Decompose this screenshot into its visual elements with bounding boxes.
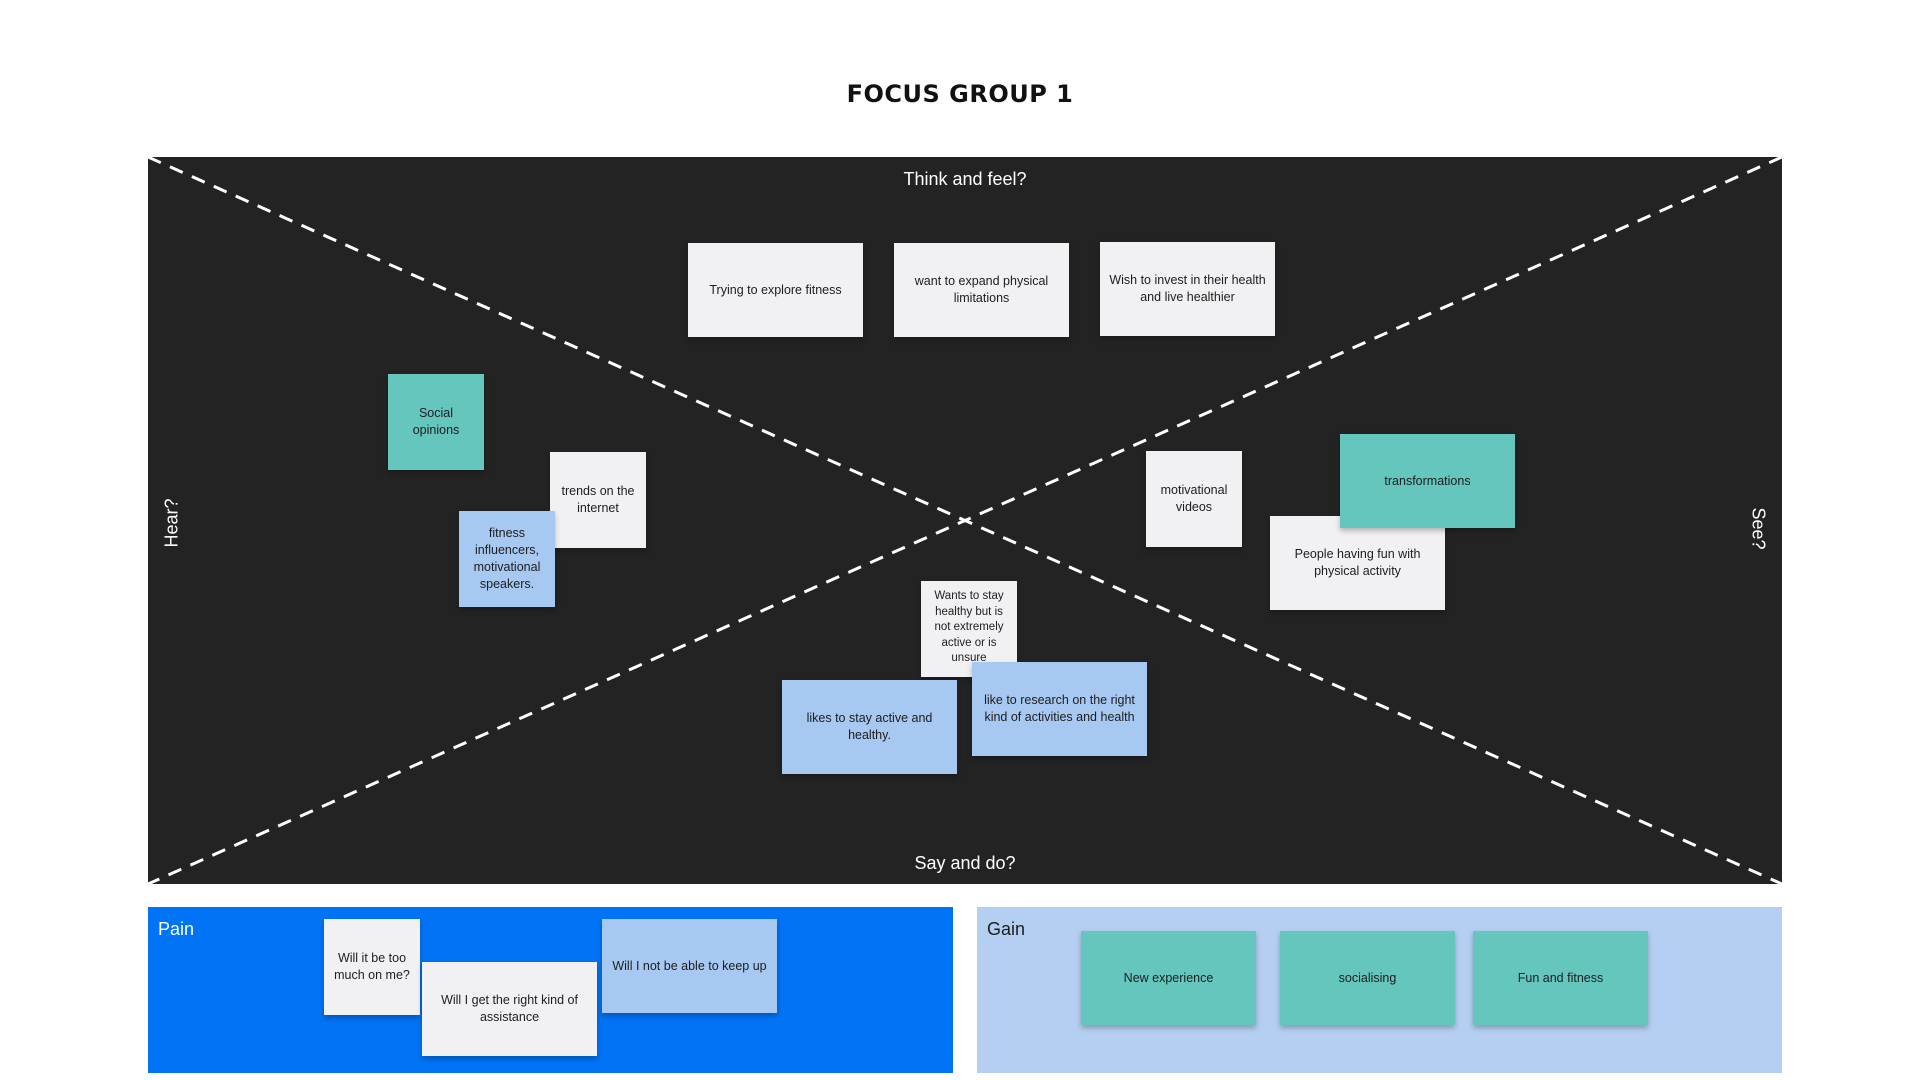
sticky-note[interactable]: motivational videos [1146,451,1242,547]
sticky-note[interactable]: transformations [1340,434,1515,528]
diagonal-line-2 [148,157,1782,884]
sticky-note[interactable]: Wants to stay healthy but is not extreme… [921,581,1017,677]
quadrant-label-hear: Hear? [161,498,182,548]
sticky-note[interactable]: New experience [1081,931,1256,1025]
sticky-note[interactable]: fitness influencers, motivational speake… [459,511,555,607]
sticky-note[interactable]: People having fun with physical activity [1270,516,1445,610]
sticky-note[interactable]: like to research on the right kind of ac… [972,662,1147,756]
sticky-note[interactable]: Will I get the right kind of assistance [422,962,597,1056]
sticky-note[interactable]: trends on the internet [550,452,646,548]
sticky-note[interactable]: want to expand physical limitations [894,243,1069,337]
quadrant-label-say: Say and do? [914,853,1016,873]
quadrant-label-think: Think and feel? [903,169,1027,189]
sticky-note[interactable]: socialising [1280,931,1455,1025]
sticky-note[interactable]: Trying to explore fitness [688,243,863,337]
sticky-note[interactable]: Will I not be able to keep up [602,919,777,1013]
page-title: FOCUS GROUP 1 [846,80,1074,108]
sticky-note[interactable]: Will it be too much on me? [324,919,420,1015]
sticky-note[interactable]: Fun and fitness [1473,931,1648,1025]
pain-label: Pain [158,919,195,939]
diagonal-dividers [148,157,1782,884]
empathy-map-board: Think and feel? Say and do? Hear? See? T… [148,157,1782,884]
sticky-note[interactable]: likes to stay active and healthy. [782,680,957,774]
pain-panel: Pain Will it be too much on me? Will I g… [148,907,953,1073]
gain-label: Gain [987,919,1026,939]
quadrant-label-see: See? [1748,507,1769,550]
sticky-note[interactable]: Wish to invest in their health and live … [1100,242,1275,336]
gain-panel: Gain New experience socialising Fun and … [977,907,1782,1073]
sticky-note[interactable]: Social opinions [388,374,484,470]
